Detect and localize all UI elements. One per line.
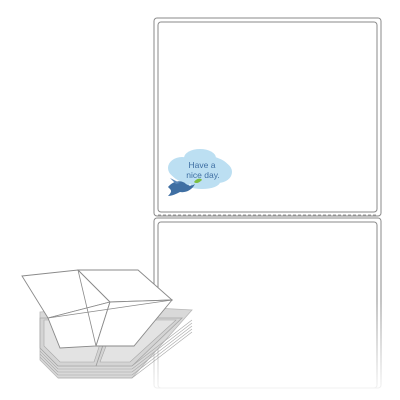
bird-icon <box>168 178 195 196</box>
cloud-sticker: Have a nice day. <box>168 149 232 196</box>
sticker-text-line1: Have a <box>189 160 216 170</box>
label-bottom <box>150 217 390 400</box>
cloud-icon <box>168 149 232 189</box>
unfolded-sheets <box>21 269 174 349</box>
leaf-icon <box>194 178 202 184</box>
fanfold-stack <box>21 269 193 379</box>
sticker-text-line2: nice day. <box>186 170 219 180</box>
